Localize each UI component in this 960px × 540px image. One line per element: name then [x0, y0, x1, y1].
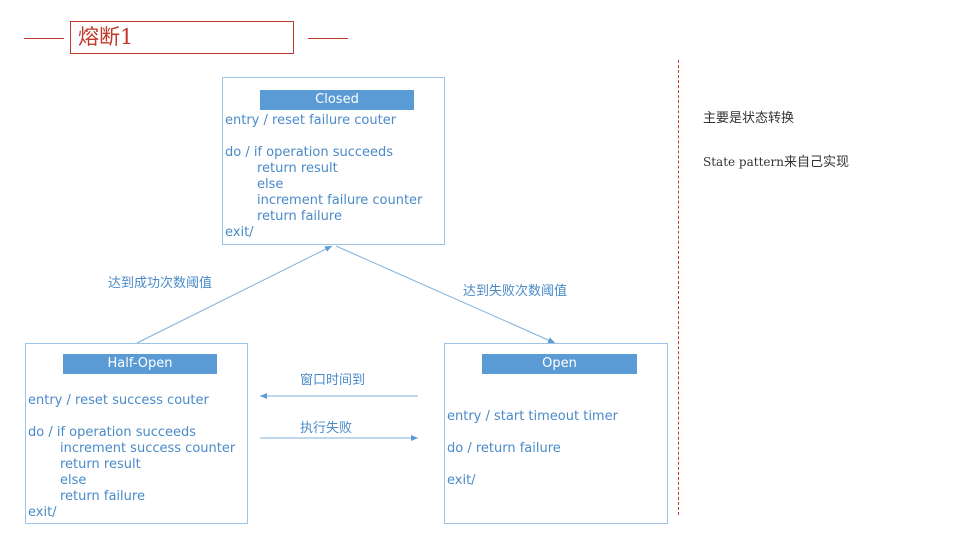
- state-open-header: Open: [482, 354, 637, 374]
- transition-label-half-to-open: 执行失败: [300, 421, 353, 436]
- state-half-open-line: return result: [60, 457, 141, 472]
- state-closed-line: increment failure counter: [257, 193, 423, 208]
- state-closed-line: else: [257, 177, 284, 192]
- state-open-line: entry / start timeout timer: [447, 409, 618, 424]
- note-state-pattern-suffix: 来自己实现: [783, 155, 849, 170]
- state-half-open-line: exit/: [28, 505, 57, 520]
- state-half-open-line: else: [60, 473, 87, 488]
- arrow-closed-to-open: [335, 245, 556, 344]
- state-half-open-line: do / if operation succeeds: [28, 425, 197, 440]
- transition-label-half-to-closed: 达到成功次数阈值: [108, 276, 213, 291]
- state-open-line: exit/: [447, 473, 476, 488]
- state-closed: Closed entry / reset failure couter do /…: [222, 77, 445, 245]
- state-closed-line: return result: [257, 161, 338, 176]
- state-closed-line: entry / reset failure couter: [225, 113, 397, 128]
- state-closed-line: do / if operation succeeds: [225, 145, 394, 160]
- state-closed-line: exit/: [225, 225, 254, 240]
- state-half-open-line: entry / reset success couter: [28, 393, 209, 408]
- state-open: Open entry / start timeout timer do / re…: [444, 343, 668, 524]
- state-half-open-line: increment success counter: [60, 441, 236, 456]
- state-half-open: Half-Open entry / reset success couter d…: [25, 343, 248, 524]
- state-closed-line: return failure: [257, 209, 342, 224]
- title-line-left: [24, 38, 64, 39]
- state-closed-header: Closed: [260, 90, 414, 110]
- arrow-half-to-closed: [136, 245, 333, 344]
- section-divider: [678, 60, 679, 515]
- title-line-right: [308, 38, 348, 39]
- state-half-open-header: Half-Open: [63, 354, 217, 374]
- note-state-pattern-term: State pattern: [703, 155, 784, 169]
- state-open-line: do / return failure: [447, 441, 561, 456]
- note-state-transition: 主要是状态转换: [703, 111, 795, 126]
- note-state-pattern: State pattern来自己实现: [703, 151, 849, 170]
- state-half-open-line: return failure: [60, 489, 145, 504]
- page-title: 熔断1: [70, 21, 294, 54]
- transition-label-open-to-half: 窗口时间到: [300, 373, 366, 388]
- transition-label-closed-to-open: 达到失败次数阈值: [463, 284, 568, 299]
